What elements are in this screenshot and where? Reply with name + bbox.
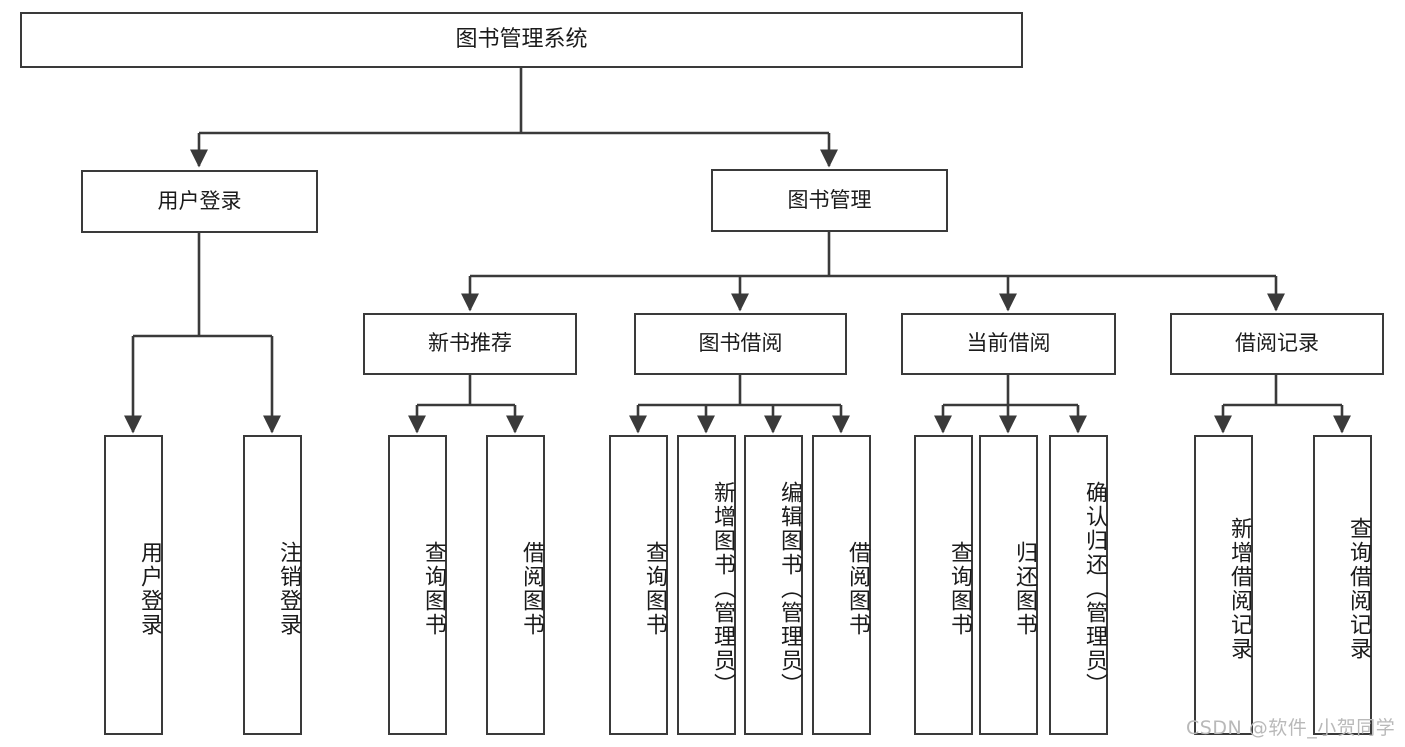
node-new-book-recommend[interactable]: 新书推荐 xyxy=(363,313,577,375)
node-user-login[interactable]: 用户登录 xyxy=(81,170,318,233)
node-label: 归还图书 xyxy=(1012,541,1037,637)
node-label: 查询图书 xyxy=(421,541,446,637)
node-label: 查询图书 xyxy=(642,541,667,637)
node-label: 用户登录 xyxy=(137,541,162,637)
leaf-book-borrow-add-book-admin[interactable]: 新增图书（管理员） xyxy=(677,435,736,735)
leaf-user-login-logout[interactable]: 注销登录 xyxy=(243,435,302,735)
leaf-borrow-record-add-record[interactable]: 新增借阅记录 xyxy=(1194,435,1253,735)
leaf-current-borrow-confirm-return-admin[interactable]: 确认归还（管理员） xyxy=(1049,435,1108,735)
node-label: 图书借阅 xyxy=(698,331,783,356)
node-label: 查询图书 xyxy=(947,541,972,637)
node-label: 新增图书（管理员） xyxy=(710,481,735,697)
node-label: 编辑图书（管理员） xyxy=(777,481,802,697)
leaf-new-book-query-book[interactable]: 查询图书 xyxy=(388,435,447,735)
leaf-book-borrow-borrow-book[interactable]: 借阅图书 xyxy=(812,435,871,735)
leaf-current-borrow-return-book[interactable]: 归还图书 xyxy=(979,435,1038,735)
node-book-borrow[interactable]: 图书借阅 xyxy=(634,313,847,375)
leaf-user-login-login[interactable]: 用户登录 xyxy=(104,435,163,735)
leaf-borrow-record-query-record[interactable]: 查询借阅记录 xyxy=(1313,435,1372,735)
node-root-book-management-system[interactable]: 图书管理系统 xyxy=(20,12,1023,68)
leaf-new-book-borrow-book[interactable]: 借阅图书 xyxy=(486,435,545,735)
node-book-management[interactable]: 图书管理 xyxy=(711,169,948,232)
node-label: 确认归还（管理员） xyxy=(1082,481,1107,697)
node-label: 注销登录 xyxy=(276,541,301,637)
node-label: 图书管理系统 xyxy=(455,26,588,52)
node-label: 借阅图书 xyxy=(519,541,544,637)
node-label: 用户登录 xyxy=(157,188,242,213)
node-label: 图书管理 xyxy=(787,187,872,212)
node-label: 查询借阅记录 xyxy=(1346,517,1371,661)
leaf-current-borrow-query-book[interactable]: 查询图书 xyxy=(914,435,973,735)
node-label: 当前借阅 xyxy=(966,331,1051,356)
node-label: 新书推荐 xyxy=(428,331,512,356)
node-borrow-record[interactable]: 借阅记录 xyxy=(1170,313,1384,375)
node-label: 借阅记录 xyxy=(1235,331,1319,356)
node-label: 新增借阅记录 xyxy=(1227,517,1252,661)
node-label: 借阅图书 xyxy=(845,541,870,637)
watermark: CSDN @软件_小贺同学 xyxy=(1186,717,1396,739)
leaf-book-borrow-edit-book-admin[interactable]: 编辑图书（管理员） xyxy=(744,435,803,735)
node-current-borrow[interactable]: 当前借阅 xyxy=(901,313,1116,375)
leaf-book-borrow-query-book[interactable]: 查询图书 xyxy=(609,435,668,735)
